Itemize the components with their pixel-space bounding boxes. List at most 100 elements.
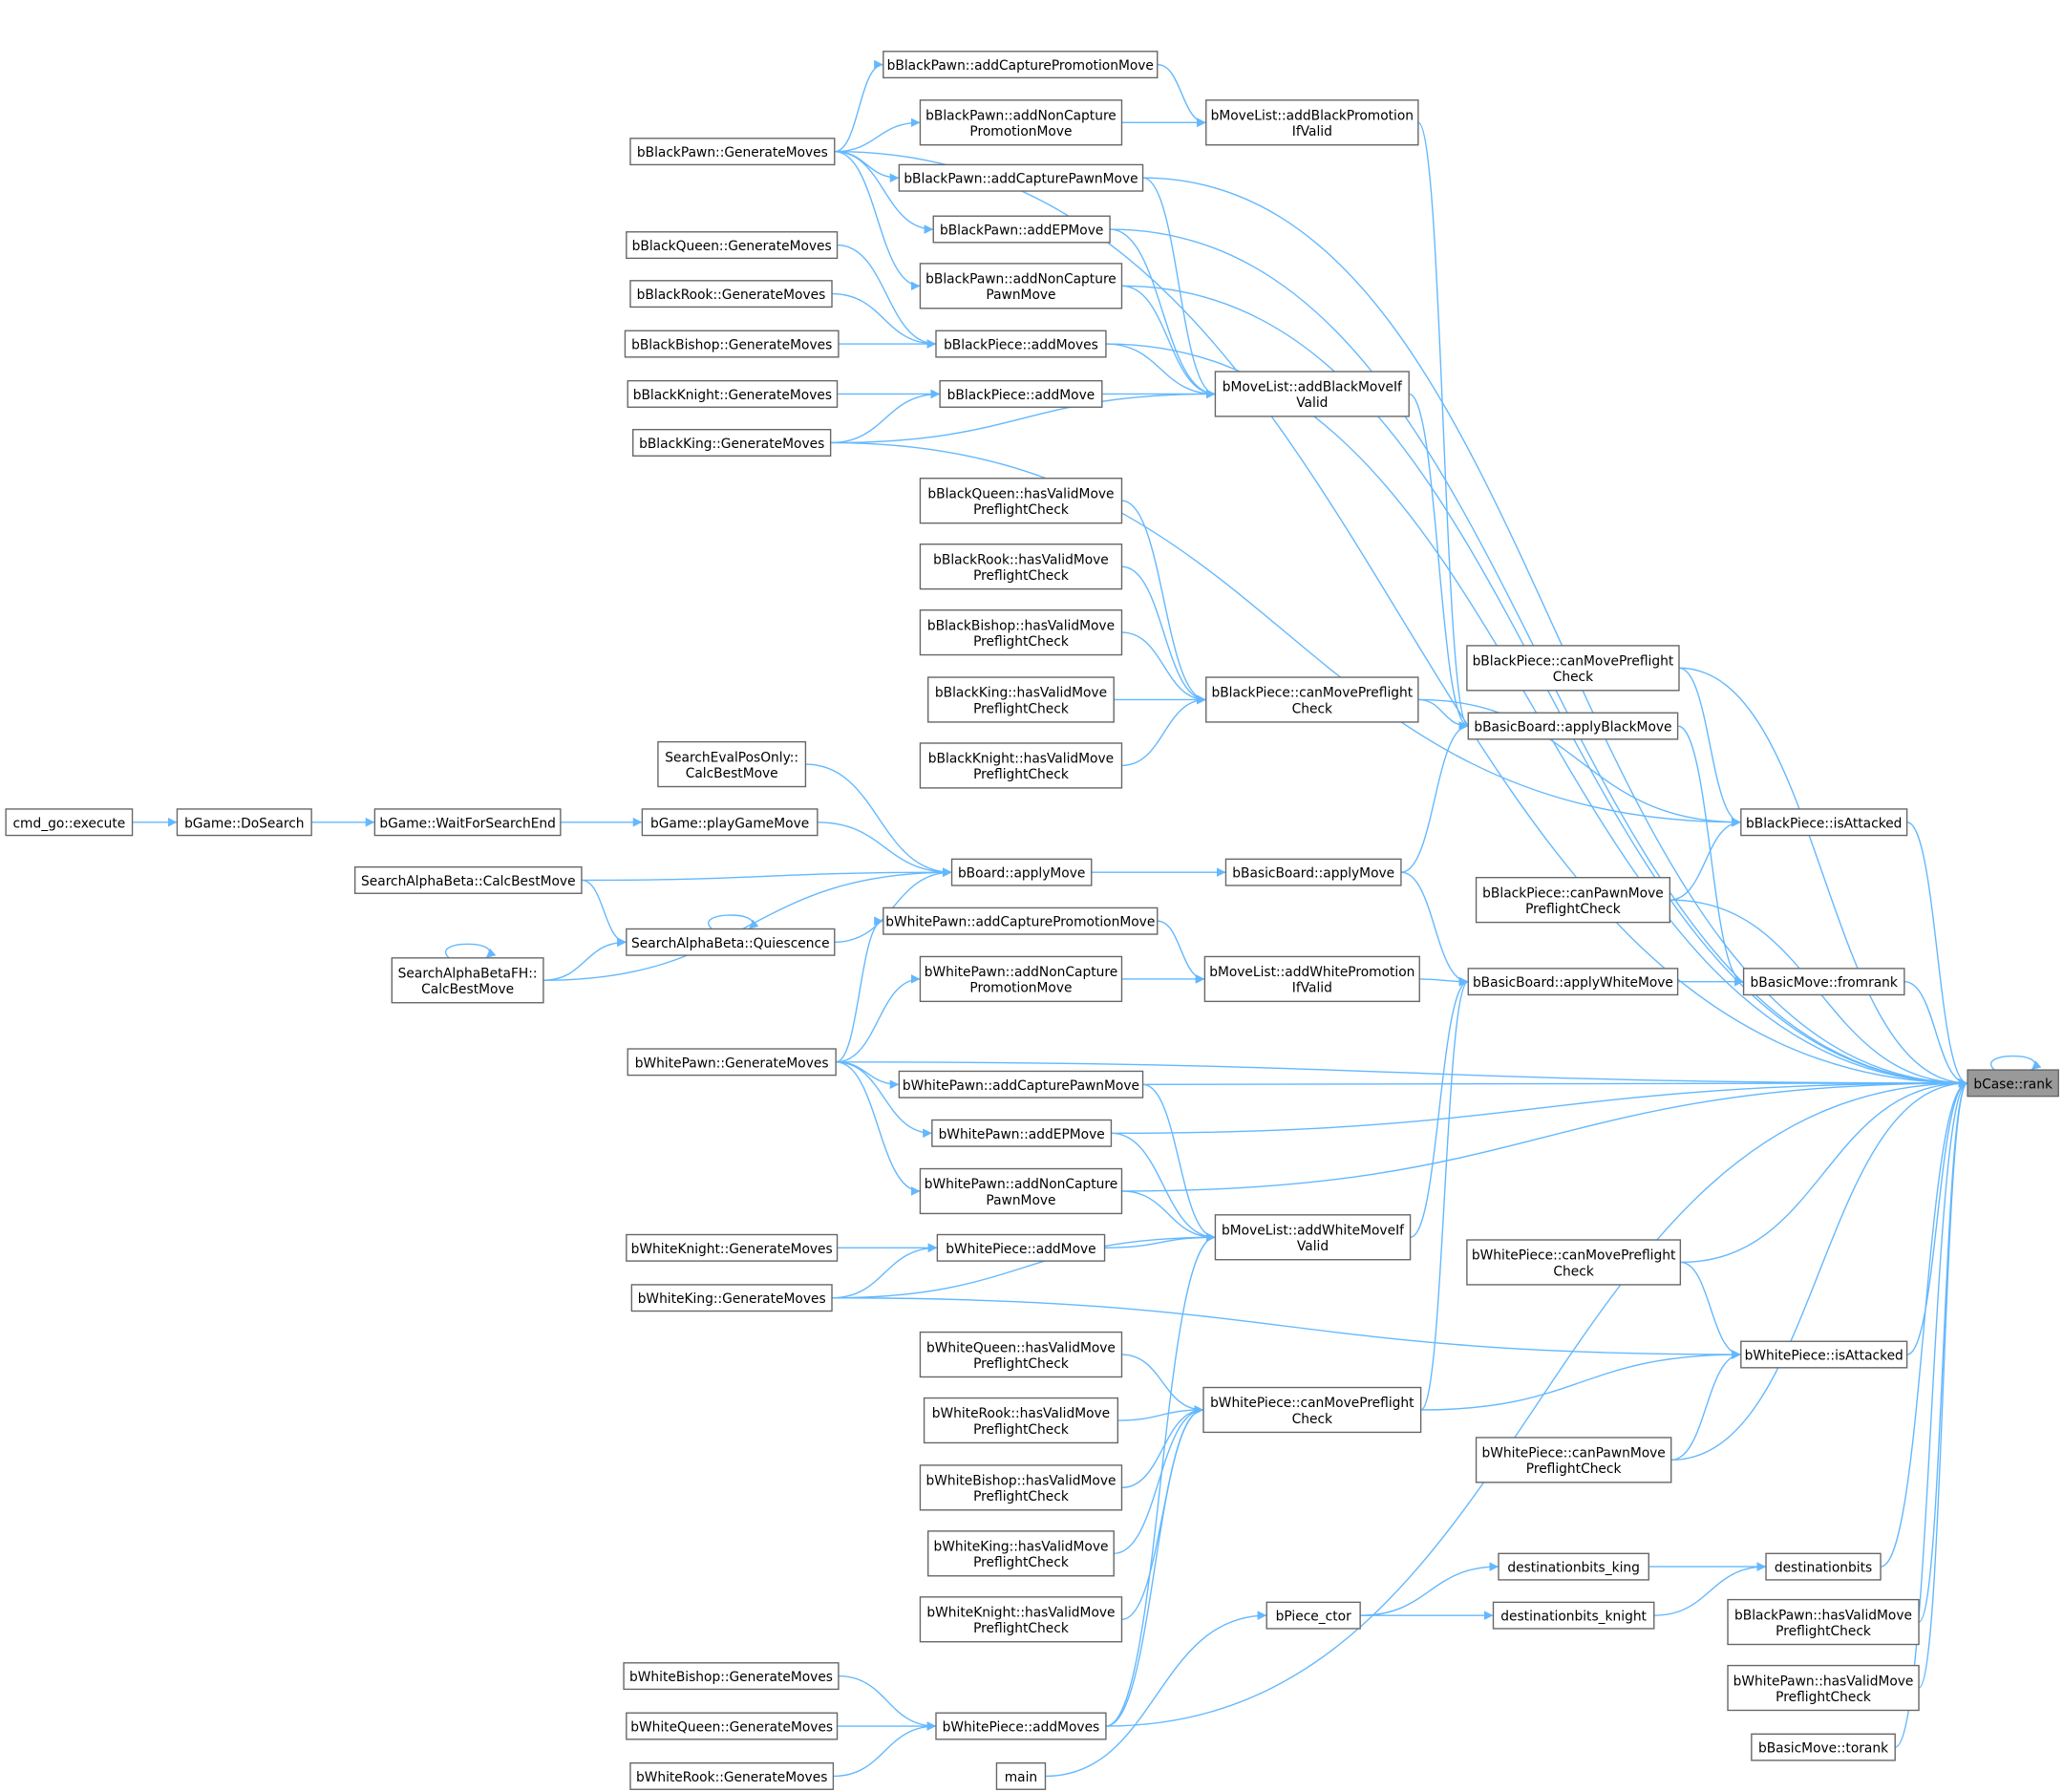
node-box [1214, 371, 1410, 417]
node-box [5, 808, 134, 837]
node-label: bMoveList::addWhitePromotion [1209, 965, 1414, 980]
node-bwhitepiece-addmoves[interactable]: bWhitePiece::addMoves [935, 1712, 1107, 1740]
call-edge [1903, 980, 1968, 1088]
node-box [1492, 1601, 1655, 1630]
node-bwhitepawn-addepmove[interactable]: bWhitePawn::addEPMove [931, 1119, 1113, 1147]
node-bpiece-ctor[interactable]: bPiece_ctor [1265, 1601, 1361, 1630]
node-label: cmd_go::execute [12, 816, 125, 831]
node-label: bBlackPawn::addCapturePromotionMove [887, 58, 1154, 74]
node-bwhitequeen-generatemoves[interactable]: bWhiteQueen::GenerateMoves [626, 1712, 839, 1740]
node-destinationbits-king[interactable]: destinationbits_king [1498, 1552, 1649, 1581]
node-box [641, 808, 819, 837]
node-box [657, 740, 807, 788]
node-bwhiteknight-generatemoves[interactable]: bWhiteKnight::GenerateMoves [626, 1233, 839, 1262]
node-bwhitebishop-generatemoves[interactable]: bWhiteBishop::GenerateMoves [623, 1662, 840, 1691]
node-bblackknight-generatemoves[interactable]: bBlackKnight::GenerateMoves [627, 379, 839, 408]
node-bblackpiece-addmoves[interactable]: bBlackPiece::addMoves [935, 330, 1107, 358]
call-edge [1105, 343, 1216, 399]
node-box [632, 428, 832, 457]
node-bblackpawn-addcapturepromotionmove[interactable]: bBlackPawn::addCapturePromotionMove [883, 51, 1159, 79]
node-bgame-dosearch[interactable]: bGame::DoSearch [176, 808, 312, 837]
node-bblackpiece-addmove[interactable]: bBlackPiece::addMove [939, 379, 1103, 408]
node-label: bBlackRook::GenerateMoves [637, 288, 826, 303]
node-bwhitepiece-addmove[interactable]: bWhitePiece::addMove [936, 1233, 1106, 1262]
node-bbasicboard-applyblackmove[interactable]: bBasicBoard::applyBlackMove [1467, 712, 1679, 740]
node-bwhitepawn-generatemoves[interactable]: bWhitePawn::GenerateMoves [627, 1048, 837, 1077]
node-bgame-waitforsearchend[interactable]: bGame::WaitForSearchEnd [373, 808, 562, 837]
node-searchevalposonly-calcbestmove[interactable]: SearchEvalPosOnly::CalcBestMove [657, 740, 807, 788]
node-bblackpiece-isattacked[interactable]: bBlackPiece::isAttacked [1740, 808, 1908, 837]
node-bgame-playgamemove[interactable]: bGame::playGameMove [641, 808, 819, 837]
node-bwhitepawn-addcapturepawnmove[interactable]: bWhitePawn::addCapturePawnMove [898, 1070, 1144, 1099]
node-searchalphabeta-calcbestmove[interactable]: SearchAlphaBeta::CalcBestMove [353, 865, 583, 894]
node-bwhitepawn-addcapturepromotionmove[interactable]: bWhitePawn::addCapturePromotionMove [883, 907, 1159, 935]
node-bbasicmove-fromrank[interactable]: bBasicMove::fromrank [1742, 968, 1905, 996]
node-bblackking-generatemoves[interactable]: bBlackKing::GenerateMoves [632, 428, 832, 457]
node-bwhiterook-generatemoves[interactable]: bWhiteRook::GenerateMoves [629, 1761, 835, 1790]
node-main[interactable]: main [995, 1761, 1047, 1790]
call-edge [1110, 228, 1216, 399]
node-bbasicmove-torank[interactable]: bBasicMove::torank [1751, 1733, 1896, 1761]
call-edge [1670, 817, 1741, 901]
node-searchalphabeta-quiescence[interactable]: SearchAlphaBeta::Quiescence [626, 928, 836, 956]
node-destinationbits[interactable]: destinationbits [1765, 1552, 1882, 1581]
node-box [629, 280, 833, 309]
node-bblackpawn-addcapturepawnmove[interactable]: bBlackPawn::addCapturePawnMove [898, 163, 1144, 192]
call-edge [1670, 1078, 1968, 1461]
node-label: bWhiteKnight::hasValidMove [926, 1606, 1115, 1621]
node-box [1751, 1733, 1896, 1761]
node-bbasicboard-applywhitemove[interactable]: bBasicBoard::applyWhiteMove [1467, 968, 1679, 996]
call-edge [1157, 63, 1206, 128]
node-box [626, 1233, 839, 1262]
node-bboard-applymove[interactable]: bBoard::applyMove [950, 858, 1093, 886]
node-bwhitepiece-isattacked[interactable]: bWhitePiece::isAttacked [1740, 1340, 1908, 1369]
node-bblackbishop-generatemoves[interactable]: bBlackBishop::GenerateMoves [624, 330, 840, 358]
node-box [898, 1070, 1144, 1099]
node-bblackqueen-generatemoves[interactable]: bBlackQueen::GenerateMoves [626, 231, 839, 260]
node-destinationbits-knight[interactable]: destinationbits_knight [1492, 1601, 1655, 1630]
node-bwhiteking-generatemoves[interactable]: bWhiteKing::GenerateMoves [630, 1284, 833, 1312]
node-label: bMoveList::addBlackPromotion [1211, 109, 1414, 124]
node-bblackpawn-addepmove[interactable]: bBlackPawn::addEPMove [932, 215, 1111, 244]
node-box [1475, 1437, 1672, 1483]
node-bblackpawn-generatemoves[interactable]: bBlackPawn::GenerateMoves [629, 138, 836, 166]
call-edge [1918, 1078, 1968, 1689]
node-bcase-rank[interactable]: bCase::rank [1967, 1069, 2059, 1098]
node-box [1224, 858, 1402, 886]
call-edge [1117, 1405, 1204, 1421]
node-label: PreflightCheck [973, 767, 1069, 782]
node-label: bWhiteKnight::GenerateMoves [631, 1242, 833, 1257]
node-searchalphabetafh-calcbestmove[interactable]: SearchAlphaBetaFH::CalcBestMove [391, 957, 544, 1004]
node-bblackrook-generatemoves[interactable]: bBlackRook::GenerateMoves [629, 280, 833, 309]
node-box [919, 955, 1123, 1003]
node-box [626, 928, 836, 956]
node-cmd-go-execute[interactable]: cmd_go::execute [5, 808, 134, 837]
node-bbasicboard-applymove[interactable]: bBasicBoard::applyMove [1224, 858, 1402, 886]
